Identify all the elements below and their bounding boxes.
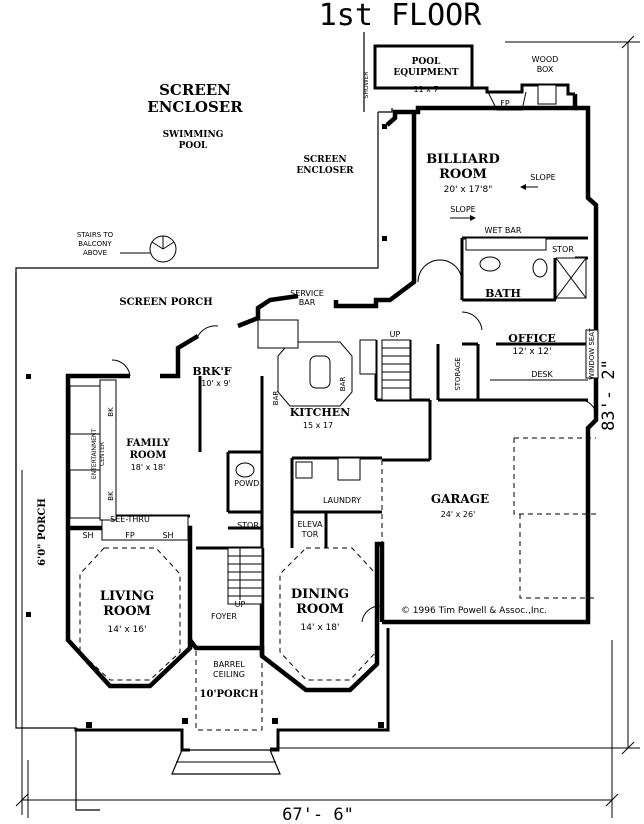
front-porch-outline [74,628,390,775]
label-laundry: LAUNDRY [323,496,361,505]
label-garage: GARAGE [431,492,489,506]
label-kitchen-size: 15 x 17 [303,421,333,430]
label-bar-left: BAR [272,391,280,406]
bath-fixtures [465,237,587,299]
overall-width-label: 67'- 6" [282,805,354,824]
label-front-porch: 10'PORCH [200,689,259,700]
barrel-ceiling-outline [195,647,263,731]
label-fp-family: FP [125,531,135,540]
label-kitchen: KITCHEN [290,406,350,419]
dining-room-octagon [279,547,377,681]
label-garage-size: 24' x 26' [441,510,476,519]
slope-arrows [450,184,538,221]
label-sh-right: SH [162,531,173,540]
label-up-rear: UP [390,330,401,339]
label-stor-bath: STOR [552,245,574,254]
family-fixtures [69,379,189,541]
label-wet-bar: WET BAR [485,226,522,235]
living-room-octagon [79,547,181,681]
label-porch-left: 6'0" PORCH [37,498,48,566]
copyright-text: © 1996 Tim Powell & Assoc.,Inc. [401,606,547,616]
label-entertainment-center: ENTERTAINMENTCENTER [91,429,106,479]
label-brkf: BRK'F [192,365,231,378]
label-bar-island: BAR [339,377,347,392]
powder-fixtures [235,461,313,479]
porch-posts [26,124,387,728]
overall-depth-label: 83'- 2" [599,359,619,431]
label-living-size: 14' x 16' [108,625,147,635]
label-up-foyer: UP [235,600,246,609]
label-bk-bottom: BK [107,491,115,501]
label-brkf-size: 10' x 9' [201,379,231,388]
label-bath: BATH [485,287,521,300]
screen-enclosure-outline [15,32,393,811]
dimension-width: 67'- 6" [15,470,619,824]
label-sh-left: SH [82,531,93,540]
label-office-size: 12' x 12' [513,347,552,357]
label-shower: SHOWER [363,72,370,99]
label-foyer: FOYER [211,612,237,621]
label-dining-size: 14' x 18' [301,623,340,633]
rear-stair [381,339,411,401]
label-slope-right: SLOPE [530,173,555,182]
label-bk-top: BK [107,407,115,417]
spiral-stair [120,235,177,263]
foyer-stair [227,547,263,605]
dimension-depth: 83'- 2" [270,35,640,755]
label-slope-left: SLOPE [450,205,475,214]
label-billiard-size: 20' x 17'8" [444,185,493,195]
label-office: OFFICE [508,332,556,345]
label-window-seat: WINDOW SEAT [588,327,596,379]
label-powd: POWD. [234,479,262,488]
garage-doors [381,437,596,599]
house-exterior-walls [65,94,599,638]
door-swings [111,259,597,623]
label-screen-porch: SCREEN PORCH [119,297,212,308]
label-stor-foyer: STOR [237,521,259,530]
kitchen-fixtures [257,319,377,481]
office-fixtures [490,329,599,381]
label-fp-billiard: FP [500,99,510,108]
label-family-size: 18' x 18' [131,463,166,472]
label-pool-equipment-size: 11 x 7 [413,85,438,94]
plan-title: 1st FLOOR [319,0,482,33]
label-see-thru: SEE-THRU [110,515,150,524]
label-storage: STORAGE [454,357,462,390]
label-desk: DESK [531,370,553,379]
